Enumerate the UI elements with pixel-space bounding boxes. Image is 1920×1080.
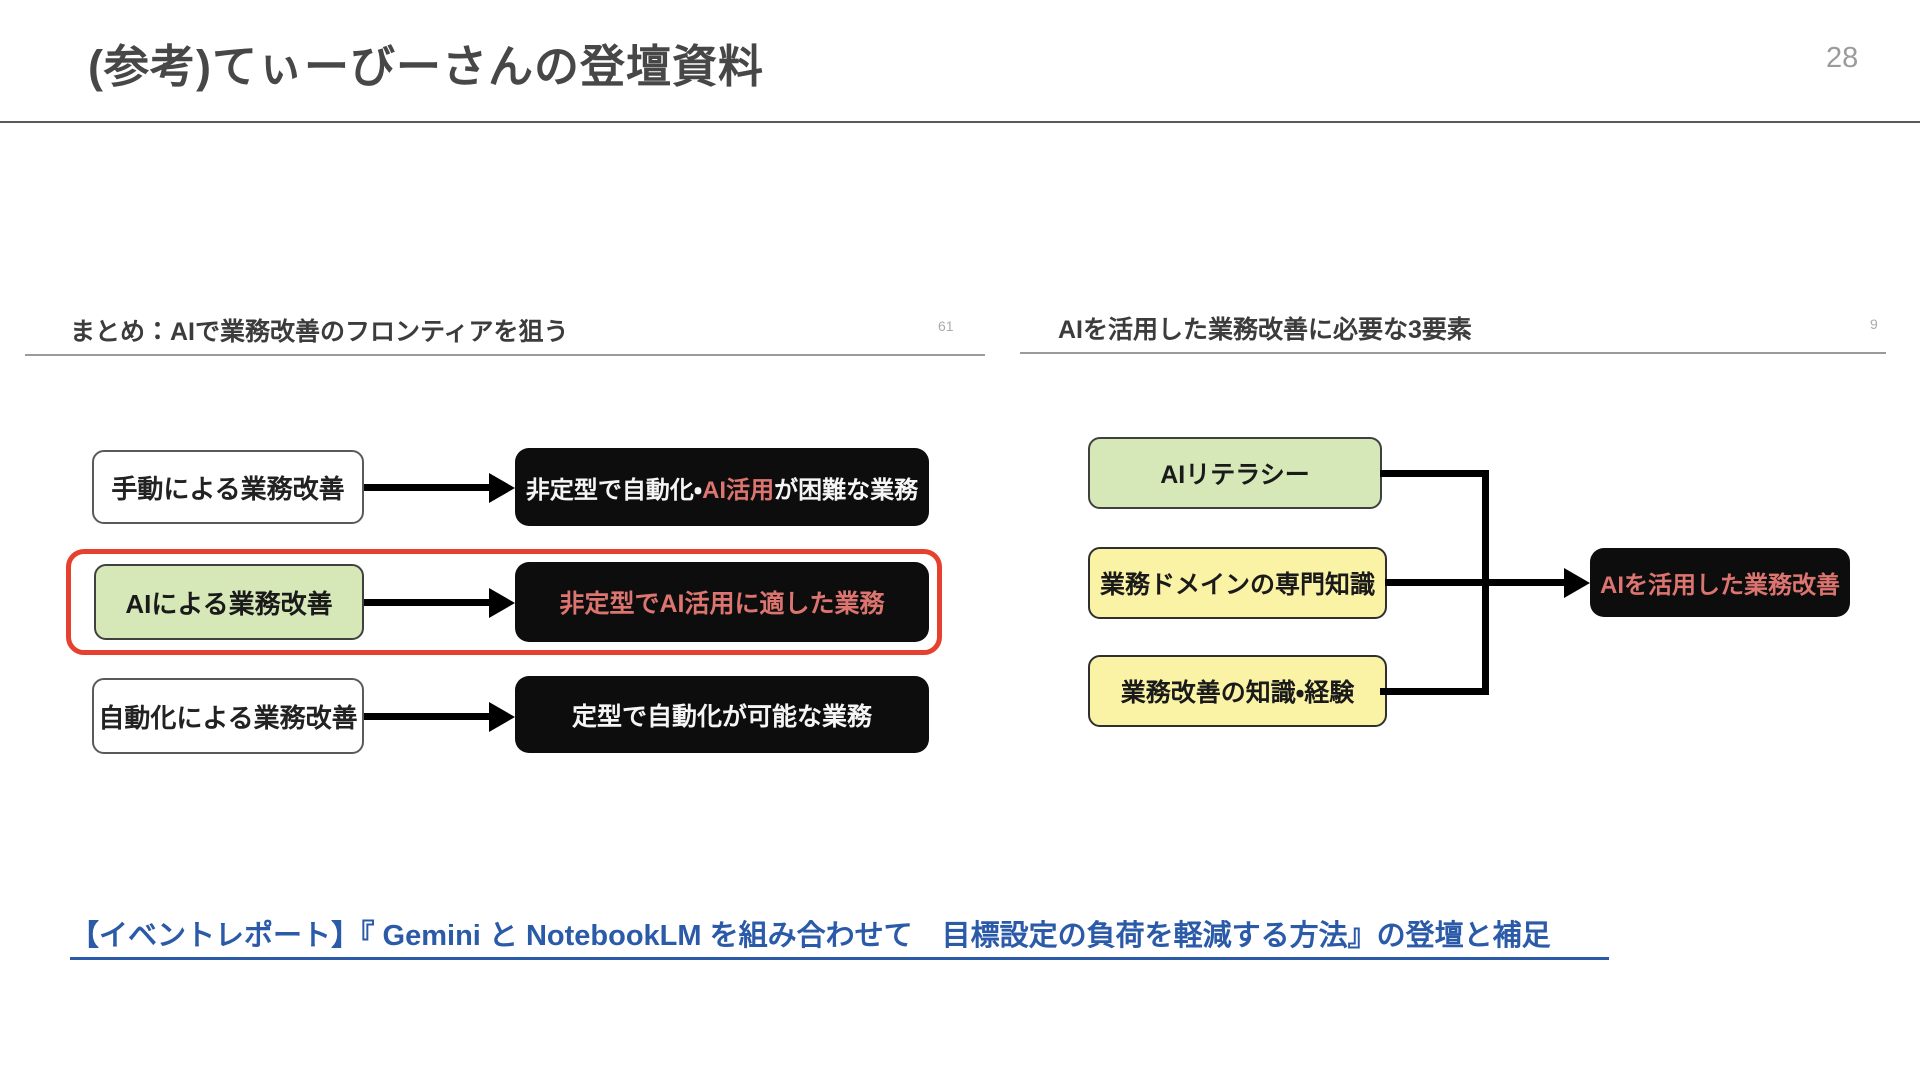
box-automation-improvement-label: 自動化による業務改善: [98, 702, 358, 733]
left-subslide-page-number: 61: [938, 318, 954, 334]
box-kaizen-knowledge: 業務改善の知識・経験: [1088, 655, 1387, 727]
arrow-row1-head-icon: [489, 473, 515, 503]
box-ai-improvement: AIによる業務改善: [94, 564, 364, 640]
box-ai-utilized-improvement: AIを活用した業務改善: [1590, 548, 1850, 617]
right-subslide-divider: [1020, 352, 1886, 354]
box-atypical-suited-label: 非定型でAI活用に適した業務: [559, 590, 885, 618]
box-typical-automatable-label: 定型で自動化が可能な業務: [571, 702, 872, 731]
box-domain-knowledge-label: 業務ドメインの専門知識: [1099, 571, 1375, 599]
connector-bottom-segment: [1380, 688, 1489, 695]
box-atypical-difficult: 非定型で自動化・AI活用が困難な業務: [515, 448, 929, 526]
box-ai-literacy: AIリテラシー: [1088, 437, 1382, 509]
box-ai-literacy-label: AIリテラシー: [1160, 461, 1310, 489]
header-divider: [0, 121, 1920, 123]
page-title: (参考)てぃーびーさんの登壇資料: [88, 41, 764, 92]
box-kaizen-knowledge-label: 業務改善の知識・経験: [1120, 679, 1355, 707]
arrow-row2-head-icon: [489, 588, 515, 618]
box-atypical-suited: 非定型でAI活用に適した業務: [515, 562, 929, 642]
connector-top-segment: [1380, 470, 1489, 477]
box-ai-improvement-label: AIによる業務改善: [125, 588, 333, 619]
arrow-row3-head-icon: [489, 702, 515, 732]
right-subslide-page-number: 9: [1870, 316, 1878, 332]
box-automation-improvement: 自動化による業務改善: [92, 678, 364, 754]
target-prefix-text: 非定型で自動化・: [525, 476, 703, 504]
arrow-row1-shaft: [364, 484, 492, 491]
slide-page-number: 28: [1826, 42, 1859, 74]
box-manual-improvement: 手動による業務改善: [92, 450, 364, 524]
left-subslide-divider: [25, 354, 985, 356]
event-report-link[interactable]: 【イベントレポート】『 Gemini と NotebookLM を組み合わせて …: [70, 912, 1609, 960]
arrow-row2-shaft: [364, 599, 492, 606]
red-highlight-frame: [66, 549, 942, 655]
box-atypical-difficult-label: 非定型で自動化・AI活用が困難な業務: [526, 470, 918, 505]
box-manual-improvement-label: 手動による業務改善: [111, 473, 345, 504]
arrow-row3-shaft: [364, 713, 492, 720]
left-subslide-title: まとめ：AIで業務改善のフロンティアを狙う: [70, 318, 569, 346]
right-subslide-title: AIを活用した業務改善に必要な3要素: [1058, 316, 1472, 344]
box-typical-automatable: 定型で自動化が可能な業務: [515, 676, 929, 753]
box-ai-utilized-improvement-label: AIを活用した業務改善: [1600, 572, 1840, 599]
connector-arrow-head-icon: [1564, 568, 1590, 598]
box-domain-knowledge: 業務ドメインの専門知識: [1088, 547, 1387, 619]
target-highlight-text: AI活用: [702, 476, 775, 504]
connector-middle-shaft: [1385, 579, 1564, 586]
target-suffix-text: が困難な業務: [774, 476, 919, 504]
